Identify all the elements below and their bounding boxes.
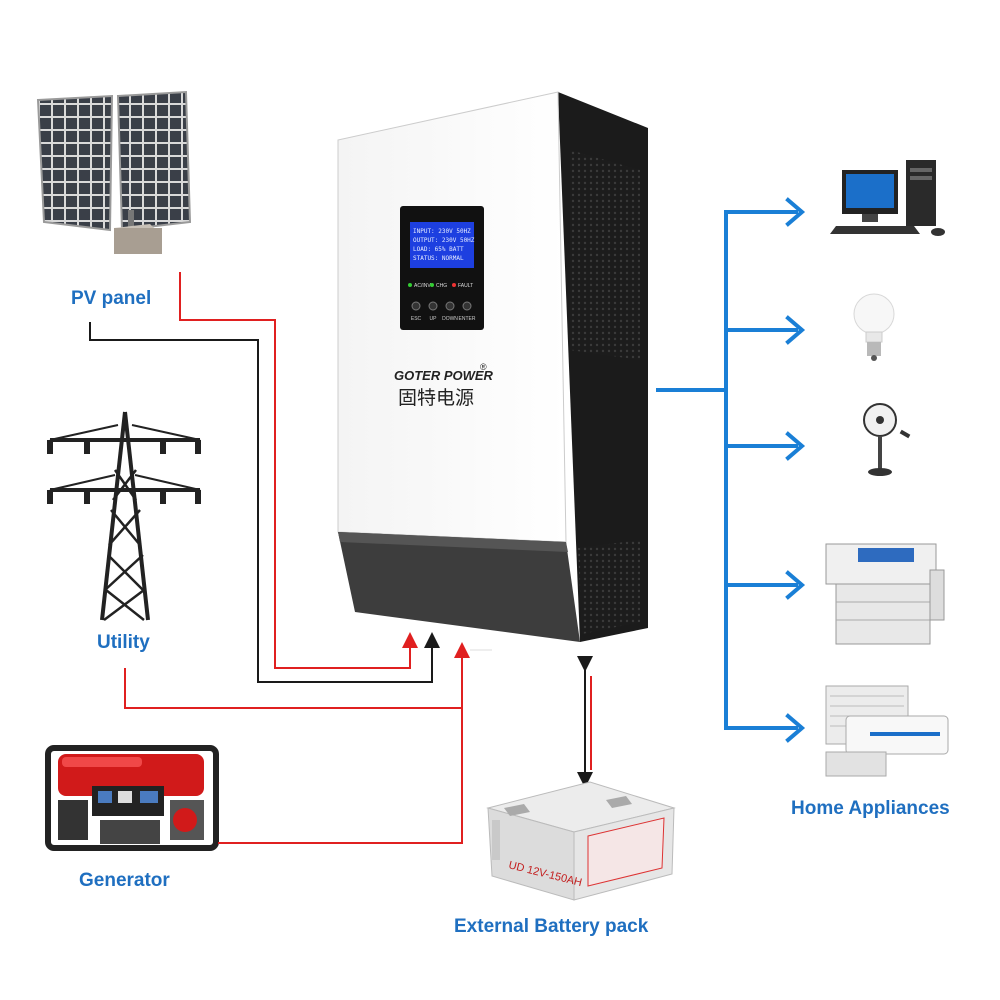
panel-button-label: ENTER (459, 316, 476, 322)
indicator-led (408, 283, 412, 287)
lcd-line: LOAD: 65% BATT (413, 246, 464, 253)
battery-label: External Battery pack (454, 916, 649, 937)
lcd-line: STATUS: NORMAL (413, 255, 464, 262)
indicator-led (452, 283, 456, 287)
indicator-led (430, 283, 434, 287)
solar-panel-icon (36, 90, 192, 254)
generator-label: Generator (79, 870, 170, 891)
panel-button-label: ESC (411, 316, 422, 322)
computer-icon (830, 160, 945, 236)
panel-button[interactable] (411, 301, 421, 311)
battery-icon: UD 12V-150AH (486, 781, 676, 901)
lcd-line: OUTPUT: 230V 50HZ (413, 237, 475, 244)
brand-name: GOTER POWER (394, 368, 494, 383)
inverter-unit: INPUT: 230V 50HZ OUTPUT: 230V 50HZ LOAD: 6… (337, 91, 648, 642)
appliances-label: Home Appliances (791, 798, 950, 819)
panel-button[interactable] (428, 301, 438, 311)
panel-button[interactable] (445, 301, 455, 311)
air-conditioner-icon (825, 685, 949, 777)
lcd-display: INPUT: 230V 50HZ OUTPUT: 230V 50HZ LOAD: 6… (413, 228, 475, 262)
indicator-label: CHG (436, 283, 447, 289)
input-wiring (89, 272, 492, 844)
fan-icon (863, 403, 911, 476)
indicator-label: AC/INV (414, 283, 431, 289)
light-bulb-icon (853, 293, 895, 361)
brand-chinese: 固特电源 (398, 387, 474, 409)
battery-wiring (577, 656, 593, 788)
lcd-line: INPUT: 230V 50HZ (413, 228, 471, 235)
power-tower-icon (47, 411, 201, 621)
pv-panel-label: PV panel (71, 288, 152, 309)
output-wiring (656, 197, 806, 743)
panel-button[interactable] (462, 301, 472, 311)
printer-icon (825, 543, 945, 645)
panel-button-label: DOWN (442, 316, 458, 322)
indicator-label: FAULT (458, 283, 473, 289)
panel-button-label: UP (430, 316, 438, 322)
generator-icon (45, 745, 219, 851)
utility-label: Utility (97, 632, 150, 653)
lcd-indicators: AC/INV CHG FAULT (408, 283, 473, 289)
brand-mark: ® (480, 362, 487, 372)
